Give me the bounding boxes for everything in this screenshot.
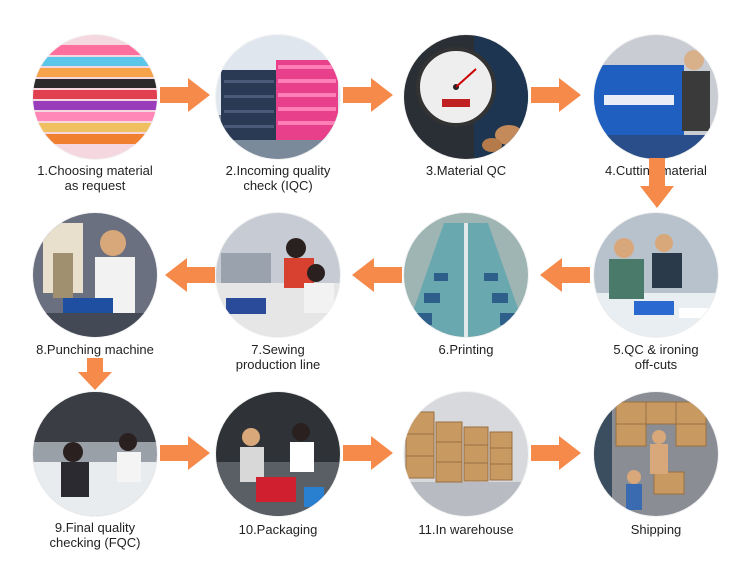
printing-table-photo <box>404 213 528 337</box>
arrow-right-icon <box>160 436 210 470</box>
arrow-down-icon <box>640 158 674 208</box>
fabric-rolls-photo <box>33 35 157 159</box>
step-label: 1.Choosing material as request <box>37 163 153 193</box>
warehouse-boxes-photo <box>404 392 528 516</box>
arrow-left-icon <box>165 258 215 292</box>
arrow-right-icon <box>531 78 581 112</box>
arrow-right-icon <box>531 436 581 470</box>
arrow-right-icon <box>343 78 393 112</box>
step-label: 11.In warehouse <box>418 522 514 537</box>
arrow-right-icon <box>160 78 210 112</box>
step-label: Shipping <box>630 522 682 537</box>
shipping-container-photo <box>594 392 718 516</box>
arrow-right-icon <box>343 436 393 470</box>
punching-machine-photo <box>33 213 157 337</box>
step-label: 6.Printing <box>438 342 494 357</box>
arrow-left-icon <box>352 258 402 292</box>
sewing-line-photo <box>216 213 340 337</box>
final-inspection-photo <box>33 392 157 516</box>
thickness-gauge-photo <box>404 35 528 159</box>
step-label: 4.Cutting material <box>605 163 707 178</box>
ironing-workers-photo <box>594 213 718 337</box>
fabric-bolts-photo <box>216 35 340 159</box>
packaging-photo <box>216 392 340 516</box>
arrow-down-icon <box>78 358 112 390</box>
step-label: 10.Packaging <box>238 522 318 537</box>
step-label: 2.Incoming quality check (IQC) <box>225 163 331 193</box>
arrow-left-icon <box>540 258 590 292</box>
step-label: 8.Punching machine <box>36 342 154 357</box>
step-label: 7.Sewing production line <box>235 342 321 372</box>
step-label: 9.Final quality checking (FQC) <box>49 520 141 550</box>
cutting-press-photo <box>594 35 718 159</box>
step-label: 5.QC & ironing off-cuts <box>613 342 699 372</box>
step-label: 3.Material QC <box>425 163 507 178</box>
